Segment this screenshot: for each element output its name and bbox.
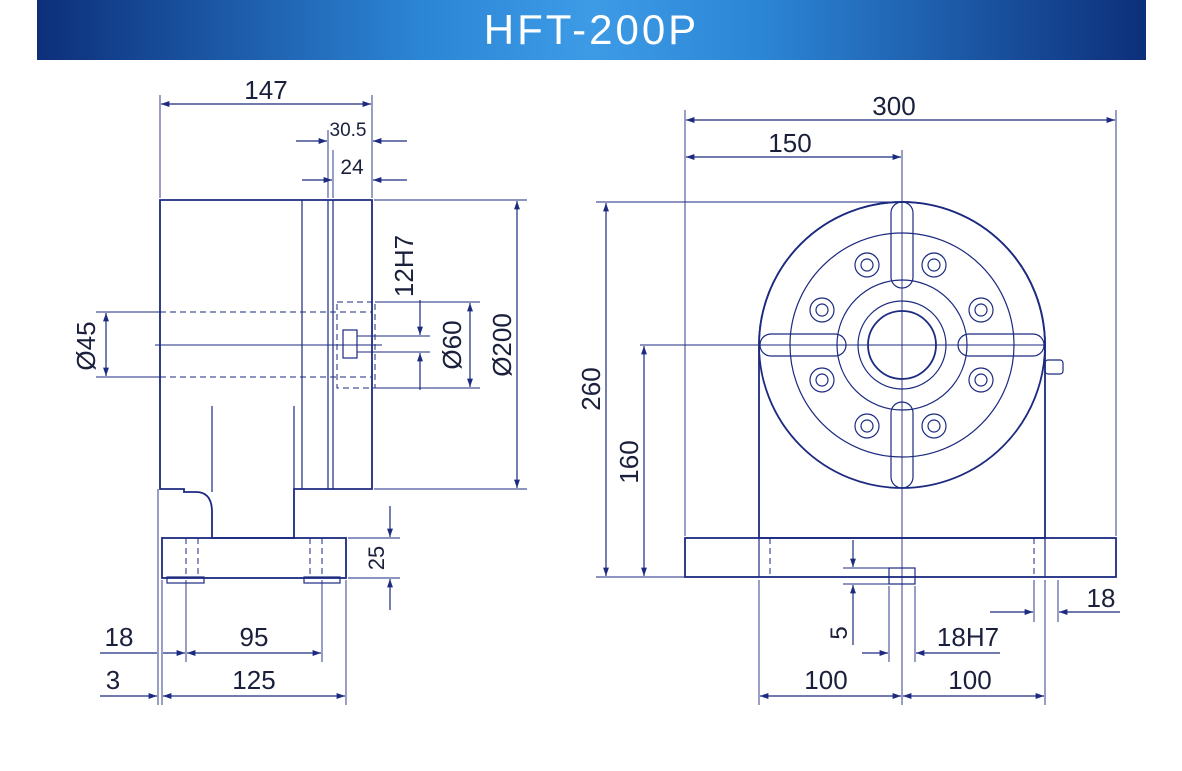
side-slot-left xyxy=(166,576,205,584)
dim-o45: Ø45 xyxy=(71,321,101,370)
side-body xyxy=(159,199,373,539)
side-view: 147 30.5 24 Ø45 12H7 Ø60 Ø200 xyxy=(71,75,527,705)
side-base xyxy=(161,537,347,579)
dim-5: 5 xyxy=(826,626,853,639)
dim-100-right: 100 xyxy=(948,665,991,695)
dim-100-left: 100 xyxy=(804,665,847,695)
dim-25: 25 xyxy=(364,546,389,570)
drawing-title: HFT-200P xyxy=(483,6,700,53)
dim-260: 260 xyxy=(576,367,606,410)
side-key xyxy=(342,329,358,359)
dim-3: 3 xyxy=(106,665,120,695)
dim-300: 300 xyxy=(872,91,915,121)
dim-125: 125 xyxy=(232,665,275,695)
dim-18h7: 18H7 xyxy=(937,622,999,652)
dim-o200: Ø200 xyxy=(487,313,517,377)
title-bar: HFT-200P xyxy=(37,0,1146,60)
dim-95: 95 xyxy=(240,622,269,652)
front-base xyxy=(684,537,1117,578)
dim-24: 24 xyxy=(340,156,364,179)
bolt-pattern xyxy=(809,252,994,439)
dim-18-side: 18 xyxy=(105,622,134,652)
grease-fitting xyxy=(1044,359,1064,375)
dim-o60: Ø60 xyxy=(437,320,467,369)
dim-147: 147 xyxy=(244,75,287,105)
dim-18-front: 18 xyxy=(1087,583,1116,613)
dim-30-5: 30.5 xyxy=(330,120,367,141)
front-view: 300 150 260 160 18 5 18H7 10 xyxy=(576,91,1120,705)
dim-150: 150 xyxy=(768,128,811,158)
dim-12h7: 12H7 xyxy=(389,235,419,297)
dim-160: 160 xyxy=(614,440,644,483)
